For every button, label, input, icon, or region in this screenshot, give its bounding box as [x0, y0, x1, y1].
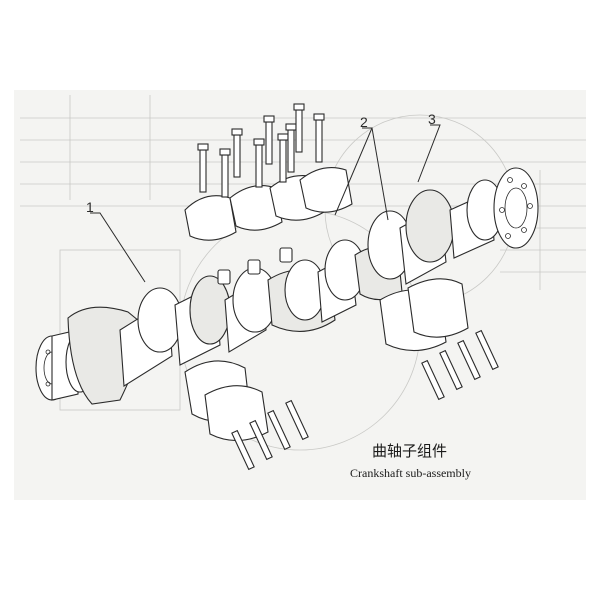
rear-flange — [493, 167, 539, 249]
upper-bolts — [197, 103, 325, 198]
caption-english: Crankshaft sub-assembly — [350, 466, 471, 480]
lower-bearing-caps — [184, 278, 469, 442]
callout-2: 2 — [360, 114, 368, 130]
crankshaft-assembly — [35, 167, 539, 405]
caption-chinese: 曲轴子组件 — [372, 442, 448, 460]
callout-leaders — [90, 124, 441, 283]
callout-3: 3 — [428, 111, 436, 127]
lower-bolts — [231, 329, 499, 471]
upper-bearing-caps — [184, 167, 353, 241]
bushings — [217, 247, 293, 285]
callout-1: 1 — [86, 199, 94, 215]
